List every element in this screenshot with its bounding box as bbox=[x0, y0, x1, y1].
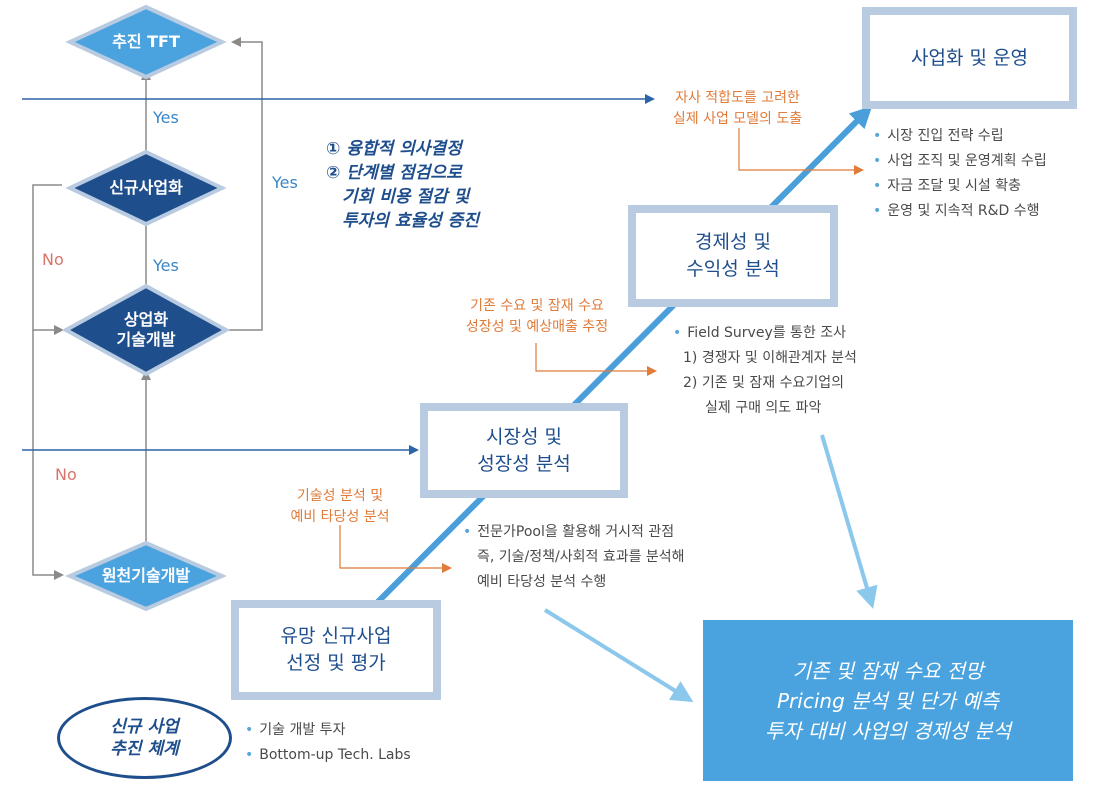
stage-econ-line1: 경제성 및 bbox=[695, 231, 771, 253]
result-arrow-left bbox=[543, 608, 694, 703]
stage-market-line1: 시장성 및 bbox=[486, 425, 562, 448]
list-item: 예비 타당성 분석 수행 bbox=[477, 574, 607, 590]
source-tech-label: 원천기술개발 bbox=[101, 566, 191, 585]
list-item: •자금 조달 및 시설 확충 bbox=[873, 178, 1021, 194]
no-label-lower: No bbox=[55, 465, 77, 484]
list-item: •운영 및 지속적 R&D 수행 bbox=[873, 203, 1040, 219]
note-tech-line2: 예비 타당성 분석 bbox=[290, 509, 390, 525]
stage-promising-line1: 유망 신규사업 bbox=[280, 625, 392, 647]
bullets-market: •전문가Pool을 활용해 거시적 관점 즉, 기술/정책/사회적 효과를 분석… bbox=[463, 520, 685, 595]
strategy-text: ① 융합적 의사결정 ② 단계별 점검으로 기회 비용 절감 및 투자의 효율성… bbox=[326, 137, 479, 233]
note-business-fit: 자사 적합도를 고려한 실제 사업 모델의 도출 bbox=[660, 88, 815, 130]
list-item: •Field Survey를 통한 조사 bbox=[673, 325, 847, 341]
tft-label: 추진 TFT bbox=[112, 32, 180, 51]
list-item: •전문가Pool을 활용해 거시적 관점 bbox=[463, 524, 675, 540]
result-line-1: 기존 및 잠재 수요 전망 bbox=[792, 658, 984, 683]
strategy-line-2: ② 단계별 점검으로 bbox=[326, 163, 462, 183]
note-demand-line2: 성장성 및 예상매출 추정 bbox=[465, 319, 609, 335]
diamond-commercial bbox=[61, 283, 231, 377]
note-demand-estimate: 기존 수요 및 잠재 수요 성장성 및 예상매출 추정 bbox=[447, 296, 627, 338]
diamond-tft bbox=[65, 4, 227, 80]
bullets-promising: •기술 개발 투자 •Bottom-up Tech. Labs bbox=[245, 718, 411, 768]
strategy-line-1: ① 융합적 의사결정 bbox=[326, 139, 462, 159]
bullets-operations: •시장 진입 전략 수립 •사업 조직 및 운영계획 수립 •자금 조달 및 시… bbox=[873, 124, 1047, 224]
yes-label-upper: Yes bbox=[153, 108, 179, 127]
diamond-new-business bbox=[65, 149, 227, 227]
list-item: •시장 진입 전략 수립 bbox=[873, 128, 1004, 144]
note-demand-line1: 기존 수요 및 잠재 수요 bbox=[470, 298, 604, 314]
note-fit-line1: 자사 적합도를 고려한 bbox=[675, 90, 800, 106]
system-title-oval: 신규 사업 추진 체계 bbox=[57, 697, 232, 779]
list-item: •사업 조직 및 운영계획 수립 bbox=[873, 153, 1047, 169]
stage-market-line2: 성장성 분석 bbox=[477, 452, 571, 475]
stage-market-analysis: 시장성 및 성장성 분석 bbox=[420, 403, 628, 498]
orange-connector-fit bbox=[738, 128, 864, 175]
orange-connector-tech bbox=[339, 525, 452, 573]
strategy-line-4: 투자의 효율성 증진 bbox=[342, 211, 479, 231]
list-item: 즉, 기술/정책/사회적 효과를 분석해 bbox=[477, 549, 685, 565]
orange-connector-demand bbox=[535, 343, 657, 376]
stage-operations: 사업화 및 운영 bbox=[862, 7, 1077, 109]
result-arrow-right bbox=[820, 434, 878, 609]
yes-label-loop: Yes bbox=[272, 173, 298, 192]
no-loop-new-business bbox=[32, 184, 64, 335]
bullets-economic: •Field Survey를 통한 조사 1) 경쟁자 및 이해관계자 분석 2… bbox=[673, 321, 857, 421]
list-item: •Bottom-up Tech. Labs bbox=[245, 747, 411, 763]
stage-promising-selection: 유망 신규사업 선정 및 평가 bbox=[231, 600, 441, 700]
list-item: 2) 기존 및 잠재 수요기업의 bbox=[683, 375, 844, 391]
stage-economic-analysis: 경제성 및 수익성 분석 bbox=[628, 205, 838, 307]
stage-econ-line2: 수익성 분석 bbox=[686, 258, 780, 280]
yes-loop-line bbox=[225, 37, 263, 331]
no-loop-source-tech bbox=[32, 330, 64, 580]
result-line-2: Pricing 분석 및 단가 예측 bbox=[777, 688, 999, 713]
strategy-line-3: 기회 비용 절감 및 bbox=[342, 187, 470, 207]
commercial-label-line1: 상업화 bbox=[123, 310, 169, 329]
diamond-source-tech bbox=[64, 540, 228, 612]
yes-label-lower: Yes bbox=[153, 256, 179, 275]
result-box: 기존 및 잠재 수요 전망 Pricing 분석 및 단가 예측 투자 대비 사… bbox=[703, 620, 1073, 781]
oval-line-1: 신규 사업 bbox=[110, 717, 179, 737]
list-item: 1) 경쟁자 및 이해관계자 분석 bbox=[683, 350, 857, 366]
stage-ops-label: 사업화 및 운영 bbox=[911, 46, 1028, 69]
no-label-upper: No bbox=[42, 250, 64, 269]
oval-line-2: 추진 체계 bbox=[110, 739, 179, 759]
new-business-label: 신규사업화 bbox=[109, 178, 183, 197]
list-item: 실제 구매 의도 파악 bbox=[705, 400, 822, 416]
stage-promising-line2: 선정 및 평가 bbox=[286, 652, 386, 674]
progress-diagonal-arrow bbox=[327, 105, 873, 653]
list-item: •기술 개발 투자 bbox=[245, 722, 346, 738]
result-line-3: 투자 대비 사업의 경제성 분석 bbox=[764, 718, 1012, 743]
note-tech-feasibility: 기술성 분석 및 예비 타당성 분석 bbox=[270, 486, 410, 528]
note-fit-line2: 실제 사업 모델의 도출 bbox=[672, 111, 803, 127]
commercial-label-line2: 기술개발 bbox=[116, 330, 176, 349]
note-tech-line1: 기술성 분석 및 bbox=[296, 488, 384, 504]
